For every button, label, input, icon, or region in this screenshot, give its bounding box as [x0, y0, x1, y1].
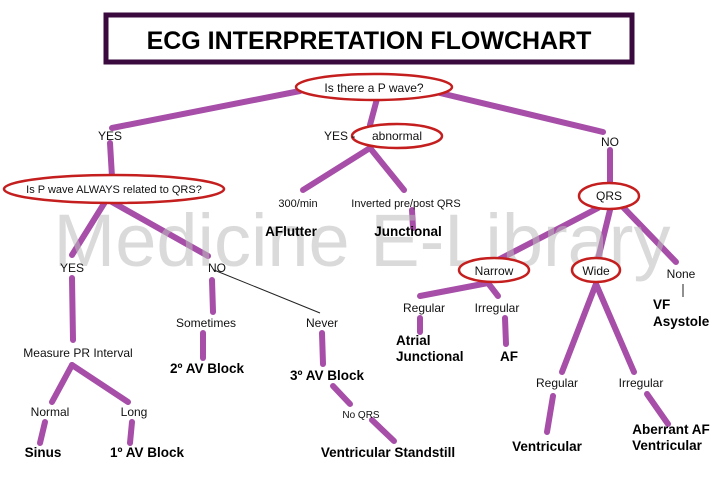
- connector-pwave-yes: [109, 88, 303, 131]
- connector-yes-measure: [69, 275, 76, 343]
- outcome-ventricular-aberrant: Ventricular: [632, 438, 703, 453]
- outcome-vf: VF: [653, 297, 670, 312]
- node-no: NO: [601, 135, 619, 149]
- connector-normal-sinus: [37, 419, 48, 446]
- connector-narrow-regular: [417, 280, 491, 299]
- connector-inverted-junctional: [409, 207, 416, 231]
- connector-no-never: [213, 269, 321, 314]
- connector-qrs-narrow: [493, 205, 601, 264]
- connector-noqrs-standstill: [369, 417, 397, 444]
- node-yes-abnormal-prefix: YES -: [324, 129, 355, 143]
- node-p-wave-question: Is there a P wave?: [324, 81, 423, 95]
- title-box: [103, 12, 635, 65]
- connector-qrs-none: [619, 203, 679, 265]
- connector-irregular-aberrant: [644, 391, 671, 427]
- ellipse-qrs: [577, 181, 641, 211]
- connector-pwave-no: [437, 90, 606, 135]
- connector-abnormal-300: [300, 145, 373, 193]
- outcome-junctional: Junctional: [374, 224, 442, 239]
- node-irregular-wide: Irregular: [619, 376, 664, 390]
- node-yes-related: YES: [60, 261, 84, 275]
- node-sometimes: Sometimes: [176, 316, 236, 330]
- outcome-af: AF: [500, 349, 518, 364]
- node-no-related: NO: [208, 261, 226, 275]
- connectors: [37, 88, 679, 446]
- outcome-sinus: Sinus: [25, 445, 62, 460]
- node-irregular-narrow: Irregular: [475, 301, 520, 315]
- node-rate-300: 300/min: [278, 198, 317, 210]
- node-wide: Wide: [582, 264, 610, 278]
- outcome-ventricular-standstill: Ventricular Standstill: [321, 445, 455, 460]
- connector-qrs-wide: [595, 207, 613, 262]
- outcome-third-degree-block: 3º AV Block: [290, 368, 364, 383]
- node-inverted-pre-post: Inverted pre/post QRS: [351, 198, 460, 210]
- ellipse-narrow: [457, 256, 531, 284]
- node-never: Never: [306, 316, 338, 330]
- node-no-qrs: No QRS: [342, 410, 380, 421]
- connector-question-yes: [69, 199, 108, 258]
- connector-narrow-irregular: [485, 280, 501, 299]
- node-regular-narrow: Regular: [403, 301, 445, 315]
- node-p-related-question: Is P wave ALWAYS related to QRS?: [26, 184, 202, 196]
- outcome-asystole: Asystole: [653, 314, 710, 329]
- connector-abnormal-inverted: [367, 145, 407, 193]
- outcome-ventricular: Ventricular: [512, 439, 583, 454]
- connector-never-third: [319, 330, 326, 367]
- node-regular-wide: Regular: [536, 376, 578, 390]
- connector-irregular-af: [502, 315, 509, 347]
- outcome-junctional-narrow: Junctional: [396, 349, 464, 364]
- connector-wide-regular: [559, 281, 599, 375]
- connector-regular-ventricular: [544, 393, 556, 435]
- connector-third-noqrs: [330, 383, 353, 407]
- ellipse-pwave-question: [294, 72, 454, 102]
- ellipses: [2, 72, 641, 284]
- outcome-aberrant-af: Aberrant AF: [632, 422, 710, 437]
- outcome-atrial: Atrial: [396, 333, 431, 348]
- node-abnormal: abnormal: [372, 129, 422, 143]
- connector-measure-normal: [49, 362, 75, 405]
- connector-no-sometimes: [209, 277, 216, 315]
- node-none: None: [667, 267, 696, 281]
- node-normal: Normal: [31, 405, 70, 419]
- node-yes: YES: [98, 129, 122, 143]
- node-long: Long: [121, 405, 148, 419]
- connector-long-first: [127, 419, 135, 446]
- node-qrs: QRS: [596, 189, 622, 203]
- flowchart-title: ECG INTERPRETATION FLOWCHART: [147, 27, 592, 55]
- outcome-aflutter: AFlutter: [265, 224, 317, 239]
- connector-measure-long: [69, 362, 131, 405]
- ellipse-wide: [570, 256, 622, 284]
- node-narrow: Narrow: [475, 264, 514, 278]
- ellipse-p-related: [2, 173, 226, 205]
- node-measure-pr: Measure PR Interval: [23, 346, 132, 360]
- connector-question-no: [109, 199, 211, 259]
- watermark: Medicine E-Library: [54, 199, 671, 282]
- thin-connectors: [213, 269, 684, 314]
- connector-wide-irregular: [593, 281, 637, 375]
- connector-yes-question: [107, 140, 115, 180]
- outcome-first-degree-block: 1º AV Block: [110, 445, 184, 460]
- outcome-second-degree-block: 2º AV Block: [170, 361, 244, 376]
- ellipse-abnormal: [350, 122, 444, 150]
